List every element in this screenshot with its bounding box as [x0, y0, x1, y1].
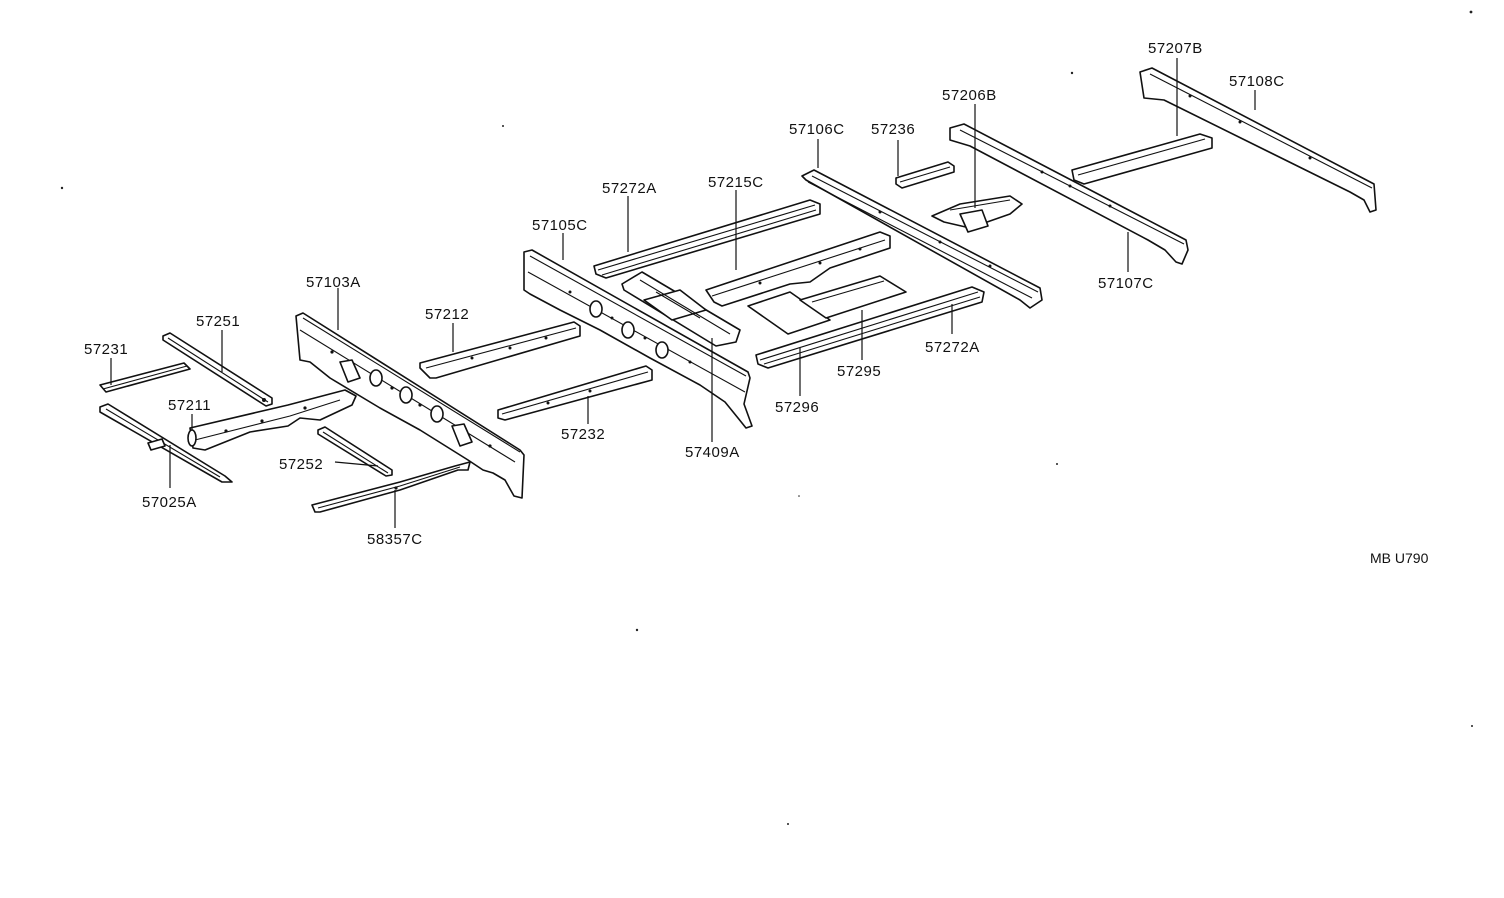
label-57236: 57236 [871, 121, 915, 138]
label-57272A-lower: 57272A [925, 339, 980, 356]
label-57107C: 57107C [1098, 275, 1154, 292]
part-57232-drawing [497, 365, 653, 421]
part-57295-drawing [747, 275, 907, 335]
label-57105C: 57105C [532, 217, 588, 234]
label-57295: 57295 [837, 363, 881, 380]
part-labels: 57231 57251 57211 57025A 57252 58357C 57… [84, 40, 1429, 566]
part-57108C-drawing [1139, 67, 1377, 213]
part-57251-drawing [162, 332, 273, 407]
label-57252: 57252 [279, 456, 323, 473]
label-57409A: 57409A [685, 444, 740, 461]
part-57106C-drawing [801, 169, 1043, 309]
label-57296: 57296 [775, 399, 819, 416]
label-57212: 57212 [425, 306, 469, 323]
part-57105C-drawing [523, 249, 753, 429]
part-57211-drawing [187, 389, 357, 451]
part-57409A-drawing [621, 271, 741, 347]
label-57108C: 57108C [1229, 73, 1285, 90]
part-57103A-drawing [295, 312, 525, 499]
label-57207B: 57207B [1148, 40, 1203, 57]
part-57272A-upper-drawing [593, 199, 821, 279]
part-57236-drawing [895, 161, 955, 189]
part-57212-drawing [419, 321, 581, 379]
label-58357C: 58357C [367, 531, 423, 548]
scan-specks [60, 10, 1473, 825]
label-57025A: 57025A [142, 494, 197, 511]
label-57215C: 57215C [708, 174, 764, 191]
part-57231-drawing [99, 362, 191, 393]
part-57107C-drawing [949, 123, 1189, 265]
label-57232: 57232 [561, 426, 605, 443]
label-57103A: 57103A [306, 274, 361, 291]
label-57211: 57211 [168, 397, 211, 414]
label-57206B: 57206B [942, 87, 997, 104]
label-57231: 57231 [84, 341, 128, 358]
part-57206B-drawing [931, 195, 1023, 233]
label-57272A-upper: 57272A [602, 180, 657, 197]
part-57025A-drawing [99, 403, 233, 483]
leader-lines [110, 58, 1256, 528]
part-57207B-drawing [1071, 133, 1213, 185]
diagram-code: MB U790 [1370, 550, 1429, 566]
label-57106C: 57106C [789, 121, 845, 138]
part-57215C-drawing [705, 231, 891, 307]
part-57252-drawing [317, 426, 393, 477]
part-58357C-drawing [311, 461, 471, 513]
label-57251: 57251 [196, 313, 240, 330]
